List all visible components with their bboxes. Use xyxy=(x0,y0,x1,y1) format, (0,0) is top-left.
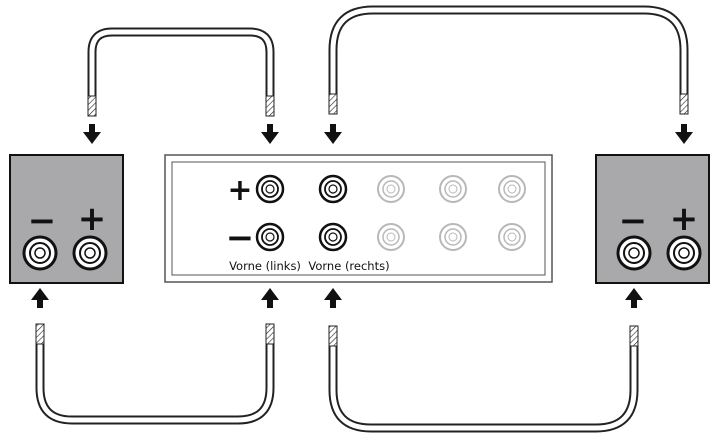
wire-top-right xyxy=(328,5,689,115)
arrow-down-icon xyxy=(324,124,342,144)
speaker-right: − + xyxy=(595,154,710,284)
speaker-minus-label: − xyxy=(28,201,57,241)
speaker-terminal-plus xyxy=(72,235,108,271)
amplifier-panel: + − xyxy=(164,154,553,283)
amp-minus-row-label: − xyxy=(226,218,255,258)
speaker-terminal-plus xyxy=(666,235,702,271)
arrow-down-icon xyxy=(675,124,693,144)
amp-terminal-unused xyxy=(377,223,405,251)
arrow-up-icon xyxy=(31,288,49,308)
wire-bottom-left xyxy=(35,323,275,425)
speaker-plus-label: + xyxy=(670,199,699,239)
wire-top-left xyxy=(87,27,275,117)
amp-terminal-unused xyxy=(439,175,467,203)
speaker-terminal-minus xyxy=(22,235,58,271)
amp-terminal-unused xyxy=(498,175,526,203)
channel-label-front-left: Vorne (links) xyxy=(229,259,301,273)
arrows xyxy=(31,124,693,308)
amp-terminal-unused xyxy=(377,175,405,203)
amp-terminal-right-plus xyxy=(318,174,348,204)
amp-terminal-unused xyxy=(498,223,526,251)
speaker-terminal-minus xyxy=(616,235,652,271)
speaker-minus-label: − xyxy=(619,201,648,241)
amp-terminal-unused xyxy=(439,223,467,251)
arrow-up-icon xyxy=(625,288,643,308)
speaker-left: − + xyxy=(9,154,124,284)
amp-plus-row-label: + xyxy=(227,173,252,208)
amp-terminal-right-minus xyxy=(318,222,348,252)
channel-label-front-right: Vorne (rechts) xyxy=(308,259,389,273)
arrow-down-icon xyxy=(261,124,279,144)
arrow-up-icon xyxy=(324,288,342,308)
arrow-up-icon xyxy=(261,288,279,308)
amp-terminal-left-plus xyxy=(255,174,285,204)
arrow-down-icon xyxy=(83,124,101,144)
speaker-plus-label: + xyxy=(78,199,107,239)
amp-terminal-left-minus xyxy=(255,222,285,252)
wire-bottom-right xyxy=(328,325,639,433)
